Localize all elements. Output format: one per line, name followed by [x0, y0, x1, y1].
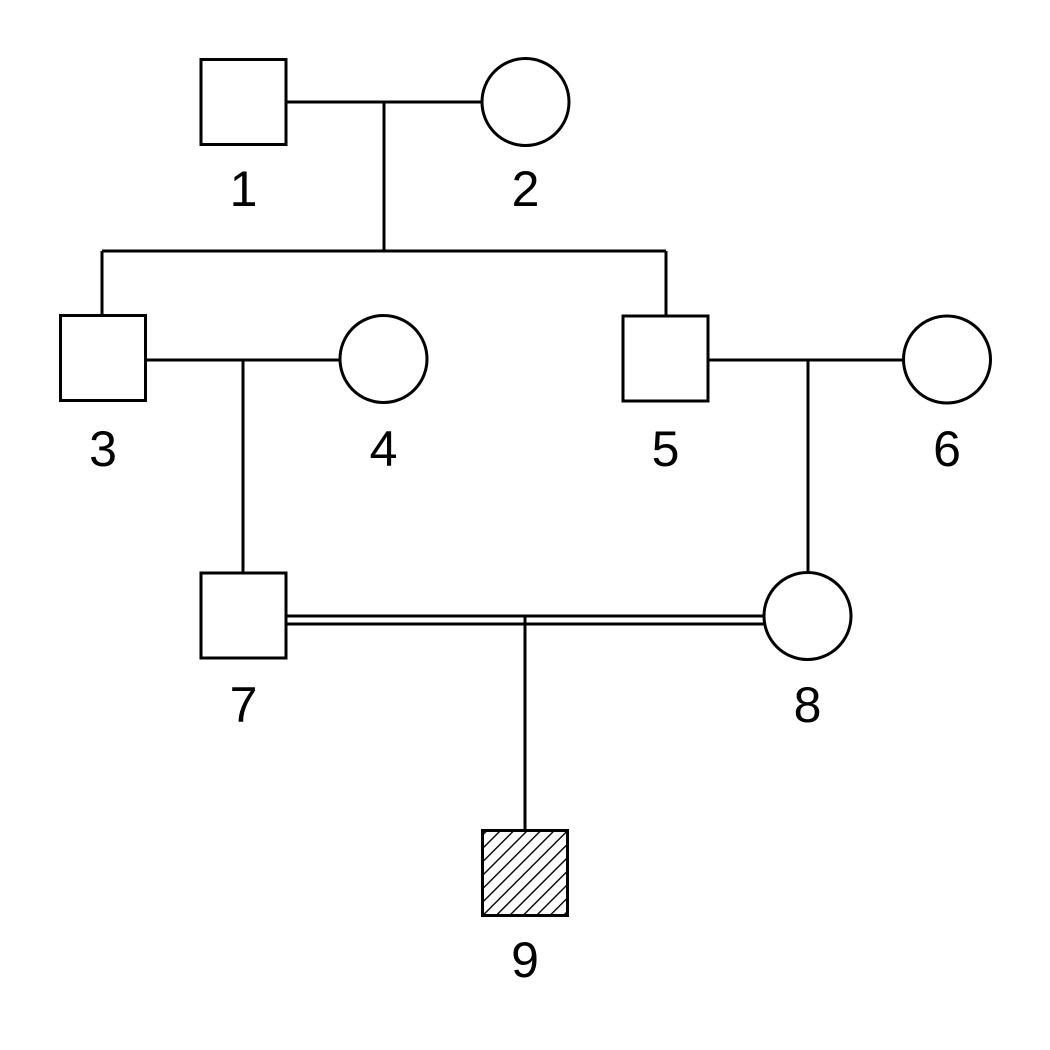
individual-5-label: 5	[652, 421, 680, 477]
individual-labels: 1 2 3 4 5 6 7 8 9	[89, 161, 961, 988]
individual-4-label: 4	[370, 421, 398, 477]
individual-9-square-affected	[481, 829, 569, 917]
individual-6-label: 6	[933, 421, 961, 477]
individual-3-square	[59, 314, 147, 402]
individual-4-circle	[338, 314, 429, 404]
individual-2-circle	[480, 57, 571, 147]
individual-1-square	[199, 58, 288, 146]
individual-7-square	[199, 571, 288, 660]
individual-shapes	[59, 57, 992, 917]
individual-1-label: 1	[230, 161, 258, 217]
individual-9-label: 9	[511, 932, 539, 988]
individual-6-circle	[902, 314, 992, 405]
individual-3-label: 3	[89, 421, 117, 477]
connection-lines	[100, 100, 904, 831]
individual-2-label: 2	[512, 161, 540, 217]
individual-8-circle	[762, 571, 853, 661]
individual-5-square	[621, 314, 710, 403]
individual-7-label: 7	[230, 677, 258, 733]
individual-8-label: 8	[794, 677, 822, 733]
